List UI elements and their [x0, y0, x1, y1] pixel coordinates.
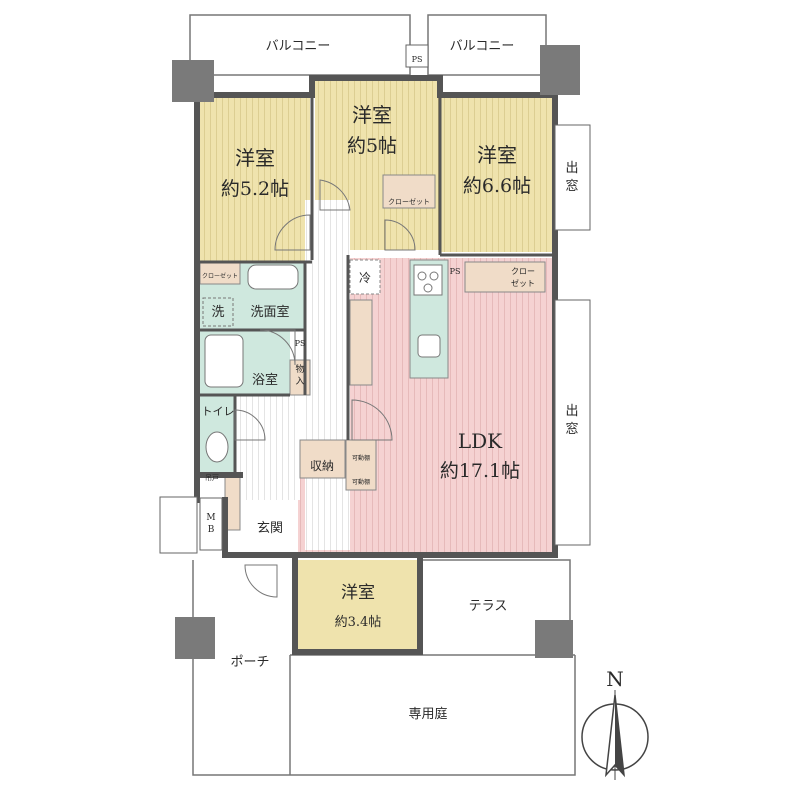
door-w1 [274, 214, 311, 251]
toilet-bowl [205, 431, 229, 463]
door-wash [259, 329, 296, 366]
closet-right [464, 261, 546, 293]
label-closet-left: クローゼット [202, 272, 238, 280]
label-western3-name: 洋室 [477, 143, 517, 167]
bathtub [204, 334, 244, 388]
label-closet-right-1: クロー [511, 267, 535, 276]
label-movable-shelf-top: 可動棚 [352, 454, 370, 462]
label-bay-mid-1: 出 [565, 404, 578, 419]
pillar-porch [175, 617, 215, 659]
wall-top [194, 75, 558, 98]
washer-space [202, 297, 234, 327]
label-mb-2: B [208, 525, 215, 535]
label-western1-size: 約5.2帖 [221, 178, 289, 200]
label-storage-small-1: 物 [295, 363, 304, 375]
ps-top-box [405, 44, 429, 68]
compass-n-label: N [606, 667, 624, 691]
door-toilet [234, 409, 266, 441]
interior-walls [197, 95, 555, 475]
label-garden: 専用庭 [408, 706, 447, 722]
label-mb-1: M [206, 513, 215, 523]
label-closet-right-2: ゼット [511, 278, 535, 288]
wall-entrance [222, 497, 298, 558]
kitchen-sink [417, 334, 441, 358]
bay-window-top [554, 124, 591, 231]
closet-center [382, 174, 436, 209]
label-ldk-name: LDK [458, 429, 503, 453]
stove [413, 264, 443, 296]
label-ps-bath: PS [295, 339, 306, 348]
label-western1-name: 洋室 [235, 146, 275, 170]
western-room-1-floor [200, 97, 310, 262]
bay-window-mid [554, 299, 591, 546]
hallway-floor-lower [235, 395, 300, 500]
pillar-top-left [172, 60, 214, 102]
label-balcony-right: バルコニー [450, 39, 515, 54]
door-entrance [244, 564, 278, 598]
label-washroom: 洗面室 [250, 304, 289, 320]
mb-box [159, 496, 198, 554]
label-porch: ポーチ [230, 655, 269, 670]
terrace-outline [420, 559, 571, 625]
label-ps-top: PS [412, 55, 423, 64]
door-w3 [384, 219, 416, 251]
label-tsuriido: 吊戸 [205, 474, 219, 482]
label-western4-name: 洋室 [341, 583, 375, 603]
label-entrance: 玄関 [257, 521, 283, 536]
compass-needle-fill [615, 695, 624, 775]
kitchen-storage [349, 299, 373, 386]
label-storage: 収納 [310, 459, 334, 473]
label-western2-name: 洋室 [352, 103, 392, 127]
label-toilet: トイレ [202, 405, 235, 418]
label-western4-size: 約3.4帖 [335, 615, 382, 630]
western-room-4-floor [298, 560, 418, 650]
burner-2 [429, 271, 439, 281]
fridge-space [349, 259, 381, 295]
garden-outline [192, 560, 576, 776]
burner-3 [423, 283, 433, 293]
label-storage-small-2: 入 [295, 376, 304, 387]
pillars [172, 44, 580, 659]
mb-inner [199, 497, 223, 551]
label-washer: 洗 [211, 305, 224, 320]
label-western3-size: 約6.6帖 [463, 175, 531, 197]
door-w2 [319, 179, 351, 211]
pillar-terrace [535, 620, 573, 658]
compass: N [581, 667, 649, 780]
label-movable-shelf-bottom: 可動棚 [352, 478, 370, 486]
western-room-3-floor [440, 97, 552, 252]
label-ldk-size: 約17.1帖 [440, 460, 520, 482]
label-balcony-left: バルコニー [266, 39, 331, 54]
pillar-top-right [540, 45, 580, 95]
label-ps-kitchen: PS [450, 267, 461, 276]
burner-1 [417, 271, 427, 281]
label-western2-size: 約5帖 [347, 135, 397, 157]
label-bay-top-1: 出 [565, 161, 578, 176]
washbasin [247, 264, 299, 290]
windows [159, 124, 591, 554]
label-bay-mid-2: 窓 [565, 421, 578, 437]
label-terrace: テラス [469, 599, 508, 614]
label-bay-top-2: 窓 [565, 178, 578, 194]
label-closet-center: クローゼット [388, 197, 430, 206]
door-ldk [351, 399, 393, 441]
label-bath: 浴室 [252, 372, 278, 388]
label-fridge: 冷 [359, 271, 371, 285]
wall-western-room-4 [292, 552, 423, 655]
storage-closet [299, 439, 346, 479]
outdoor-outlines [189, 14, 576, 776]
